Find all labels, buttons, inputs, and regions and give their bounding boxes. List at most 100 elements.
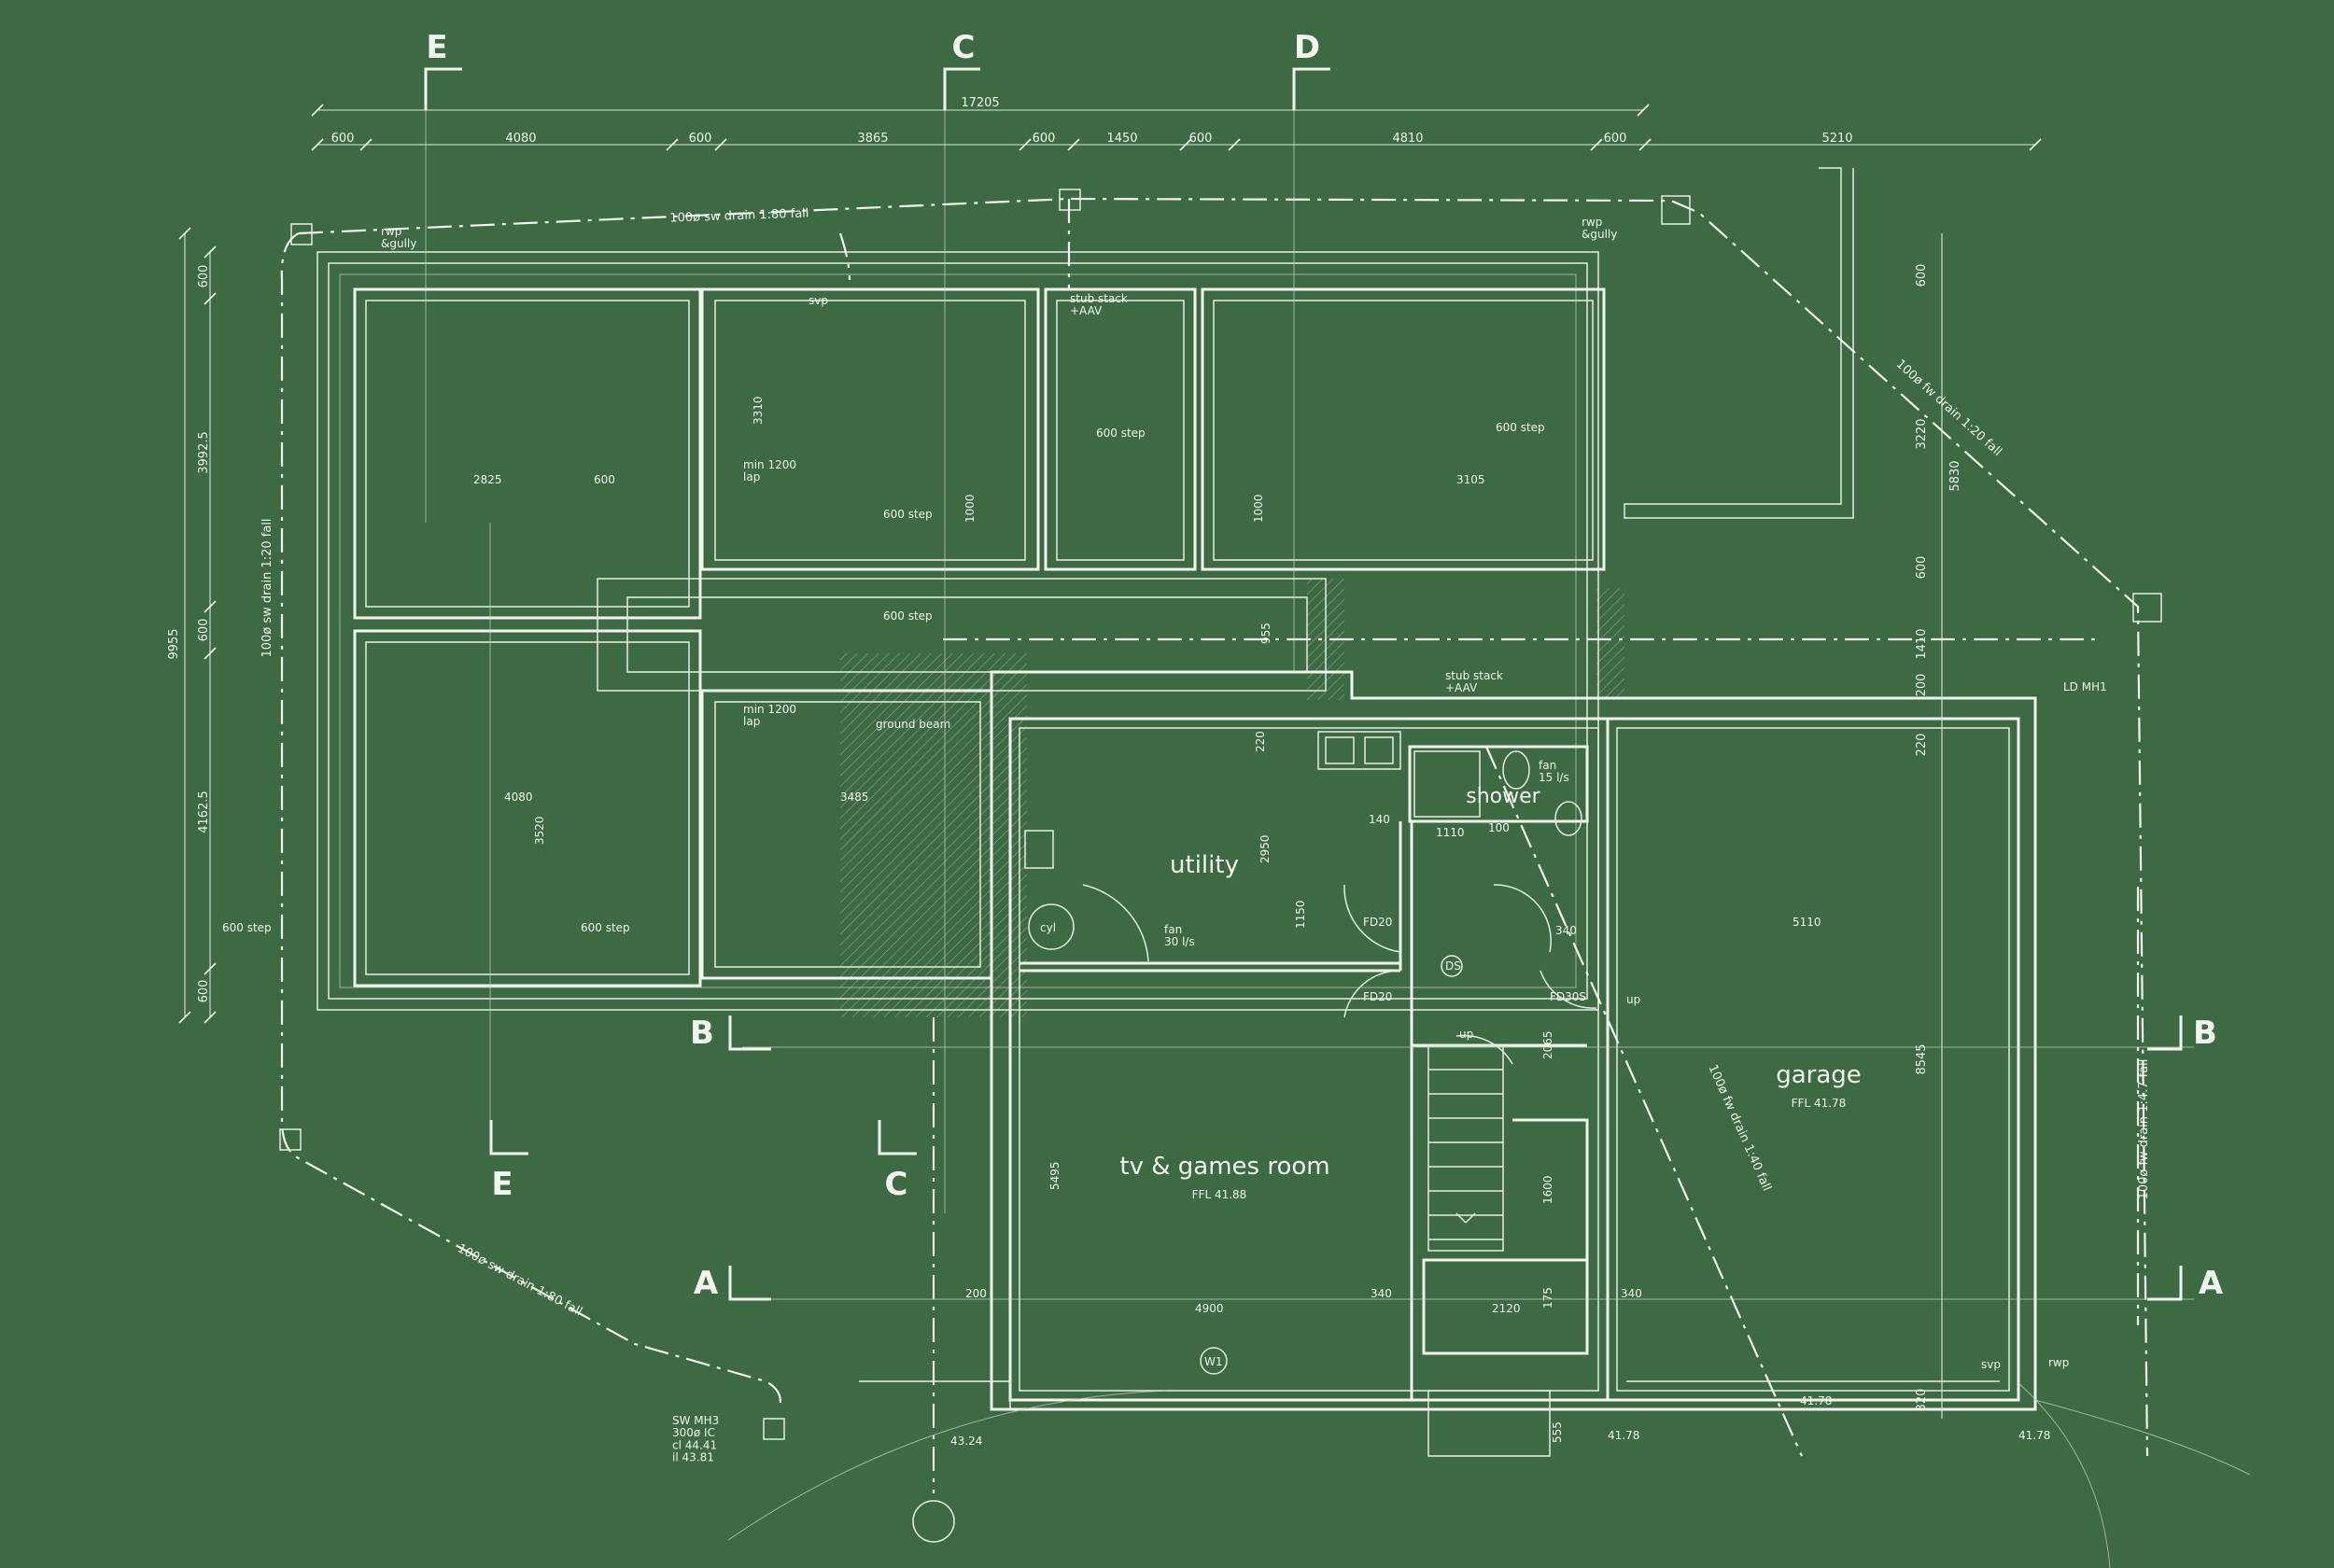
left-dimension-labels: 9955 600 3992.5 600 4162.5 600 <box>167 265 211 1003</box>
note-level-4178-a: 41.78 <box>1800 1394 1832 1407</box>
note-step-600-b: 600 step <box>1496 421 1545 434</box>
note-fd20-b: FD20 <box>1363 990 1392 1003</box>
dim-140: 140 <box>1369 813 1390 826</box>
drain-label-top: 100ø sw drain 1:80 fall <box>669 206 809 225</box>
foundation-outline <box>316 167 1854 1011</box>
room-garage-ffl: FFL 41.78 <box>1792 1097 1847 1110</box>
dim-1600: 1600 <box>1541 1175 1554 1204</box>
note-svp-garage: svp <box>1981 1358 2001 1371</box>
note-stub-stack-top: stub stack+AAV <box>1070 292 1128 317</box>
section-e-bottom: E <box>491 1166 513 1203</box>
note-rwp-gully-right: rwp&gully <box>1582 216 1617 241</box>
room-shower: shower <box>1466 785 1540 808</box>
dim-340-c: 340 <box>1371 1287 1392 1300</box>
note-level-4324: 43.24 <box>950 1435 982 1448</box>
section-a-right: A <box>2199 1265 2224 1302</box>
dim-right-e: 1410 <box>1915 628 1929 659</box>
dim-left-b: 3992.5 <box>197 431 211 474</box>
dim-top-8: 4810 <box>1392 132 1423 146</box>
dim-right-h: 8545 <box>1915 1043 1929 1074</box>
dim-right-a: 600 <box>1915 264 1929 287</box>
top-dimension-labels: 17205 600 4080 600 3865 600 1450 600 481… <box>331 96 1853 146</box>
ground-beam-hatching <box>840 579 1624 1017</box>
dim-100: 100 <box>1488 821 1510 834</box>
dim-3310: 3310 <box>752 396 765 425</box>
dim-top-9: 600 <box>1604 132 1627 146</box>
dim-top-10: 5210 <box>1821 132 1852 146</box>
dim-left-overall: 9955 <box>167 628 181 659</box>
dim-left-d: 4162.5 <box>197 791 211 833</box>
dim-3485: 3485 <box>840 791 869 804</box>
section-b-right: B <box>2193 1015 2217 1052</box>
room-tv-games: tv & games room <box>1119 1153 1329 1181</box>
dim-175: 175 <box>1541 1287 1554 1309</box>
drain-runs <box>279 189 2162 1543</box>
annotation-notes: rwp&gully rwp&gully svp stub stack+AAV s… <box>222 216 2107 1464</box>
drain-label-right-fw: 100ø fw drain 1:20 fall <box>1893 357 2004 459</box>
note-ld-mh1: LD MH1 <box>2063 680 2107 693</box>
section-d-top: D <box>1294 29 1320 66</box>
note-rwp: rwp <box>2048 1356 2069 1369</box>
dim-2120: 2120 <box>1492 1302 1521 1315</box>
note-w1: W1 <box>1204 1355 1223 1368</box>
dim-2065: 2065 <box>1541 1030 1554 1059</box>
dim-right-c: 5830 <box>1948 460 1962 491</box>
note-fd30s: FD30S <box>1550 990 1586 1003</box>
drain-label-right-vertical: 100ø fw drain 1:4.7 fall <box>2137 1059 2151 1200</box>
dim-top-1: 600 <box>331 132 355 146</box>
note-rwp-gully-left: rwp&gully <box>381 225 416 250</box>
dim-top-7: 600 <box>1189 132 1213 146</box>
dimension-lines <box>178 104 2042 1419</box>
dim-600-a: 600 <box>594 473 615 486</box>
note-fd20-a: FD20 <box>1363 916 1392 929</box>
note-stub-stack-mid: stub stack+AAV <box>1445 669 1503 694</box>
room-labels: utility shower garage FFL 41.78 tv & gam… <box>1119 785 1861 1201</box>
dim-top-4: 3865 <box>857 132 888 146</box>
section-c-bottom: C <box>885 1166 908 1203</box>
driveway-curves <box>727 1380 2251 1568</box>
dim-left-e: 600 <box>197 980 211 1003</box>
dim-left-a: 600 <box>197 265 211 288</box>
note-step-600-a: 600 step <box>1096 427 1146 440</box>
dim-overall-top: 17205 <box>961 96 999 110</box>
dim-5495: 5495 <box>1048 1161 1062 1190</box>
dim-right-i: 320 <box>1915 1389 1929 1412</box>
drain-label-left: 100ø sw drain 1:20 fall <box>260 518 274 657</box>
right-dimension-labels: 600 3220 5830 600 1410 200 220 8545 320 <box>1915 264 1962 1412</box>
grid-lines <box>425 93 2194 1300</box>
fixtures <box>1024 731 1582 1375</box>
dim-4900: 4900 <box>1195 1302 1224 1315</box>
section-c-top: C <box>952 29 976 66</box>
note-svp: svp <box>808 294 828 307</box>
note-step-600-c: 600 step <box>883 508 933 521</box>
dim-220: 220 <box>1254 731 1267 752</box>
room-tv-ffl: FFL 41.88 <box>1192 1188 1247 1201</box>
note-step-600-f: 600 step <box>581 921 630 934</box>
note-ground-beam: ground beam <box>876 718 950 731</box>
room-garage: garage <box>1776 1061 1862 1089</box>
dim-2950: 2950 <box>1258 834 1272 863</box>
room-utility: utility <box>1170 851 1239 879</box>
drain-label-bottom: 100ø sw drain 1:80 fall <box>455 1241 584 1319</box>
dim-955: 955 <box>1259 623 1272 644</box>
dim-340-b: 340 <box>1621 1287 1642 1300</box>
dim-3105: 3105 <box>1456 473 1485 486</box>
section-markers: E C D B B E C A A <box>424 29 2224 1302</box>
dim-left-c: 600 <box>197 619 211 642</box>
dim-3520: 3520 <box>533 816 546 845</box>
dim-top-3: 600 <box>689 132 712 146</box>
dim-top-6: 1450 <box>1106 132 1137 146</box>
dim-right-g: 220 <box>1915 734 1929 757</box>
staircase <box>1427 1044 1504 1252</box>
dim-200: 200 <box>965 1287 987 1300</box>
dim-right-b: 3220 <box>1915 418 1929 449</box>
dim-1000-a: 1000 <box>963 494 977 523</box>
drain-label-garage-fw: 100ø fw drain 1:40 fall <box>1706 1063 1774 1194</box>
dim-340-a: 340 <box>1555 924 1577 937</box>
dim-555: 555 <box>1551 1421 1564 1443</box>
